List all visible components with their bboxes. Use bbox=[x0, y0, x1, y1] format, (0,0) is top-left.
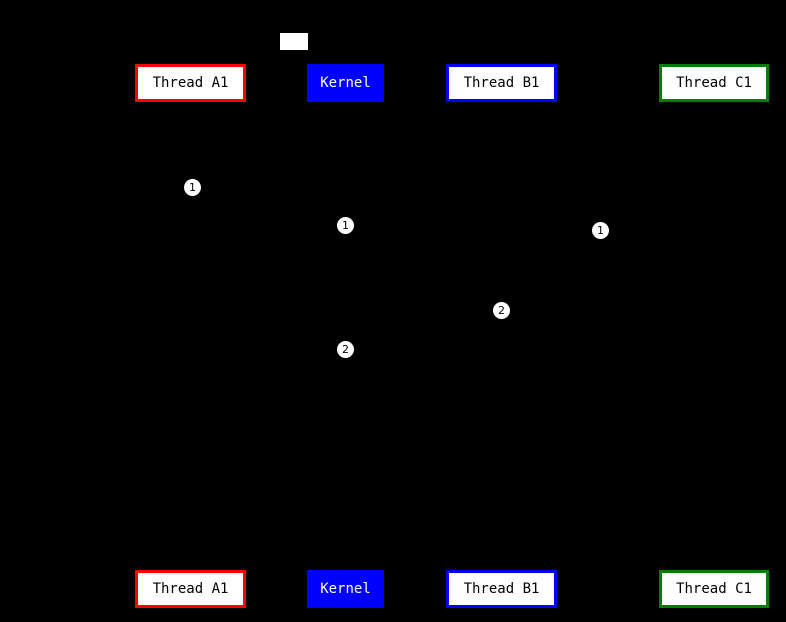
actor-label: Thread B1 bbox=[463, 75, 540, 91]
actor-label: Kernel bbox=[320, 75, 371, 91]
actor-label: Thread A1 bbox=[152, 581, 229, 597]
actor-label: Thread C1 bbox=[676, 581, 752, 597]
step-marker-1-kernel: 1 bbox=[337, 217, 354, 234]
actor-label: Thread C1 bbox=[676, 75, 752, 91]
actor-box-thread-c1-top: Thread C1 bbox=[659, 64, 769, 102]
step-marker-label: 1 bbox=[342, 219, 349, 232]
actor-box-thread-a1-bottom: Thread A1 bbox=[135, 570, 246, 608]
step-marker-1-c1: 1 bbox=[592, 222, 609, 239]
actor-box-thread-a1-top: Thread A1 bbox=[135, 64, 246, 102]
step-marker-label: 2 bbox=[342, 343, 349, 356]
actor-label: Kernel bbox=[320, 581, 371, 597]
actor-box-kernel-top: Kernel bbox=[307, 64, 384, 102]
actor-label: Thread A1 bbox=[152, 75, 229, 91]
note-rect bbox=[280, 33, 308, 50]
actor-box-thread-b1-top: Thread B1 bbox=[446, 64, 557, 102]
step-marker-label: 1 bbox=[597, 224, 604, 237]
actor-label: Thread B1 bbox=[463, 581, 540, 597]
step-marker-label: 1 bbox=[189, 181, 196, 194]
actor-box-thread-c1-bottom: Thread C1 bbox=[659, 570, 769, 608]
step-marker-label: 2 bbox=[498, 304, 505, 317]
step-marker-2-kernel: 2 bbox=[337, 341, 354, 358]
actor-box-thread-b1-bottom: Thread B1 bbox=[446, 570, 557, 608]
step-marker-1: 1 bbox=[184, 179, 201, 196]
actor-box-kernel-bottom: Kernel bbox=[307, 570, 384, 608]
step-marker-2-b1: 2 bbox=[493, 302, 510, 319]
